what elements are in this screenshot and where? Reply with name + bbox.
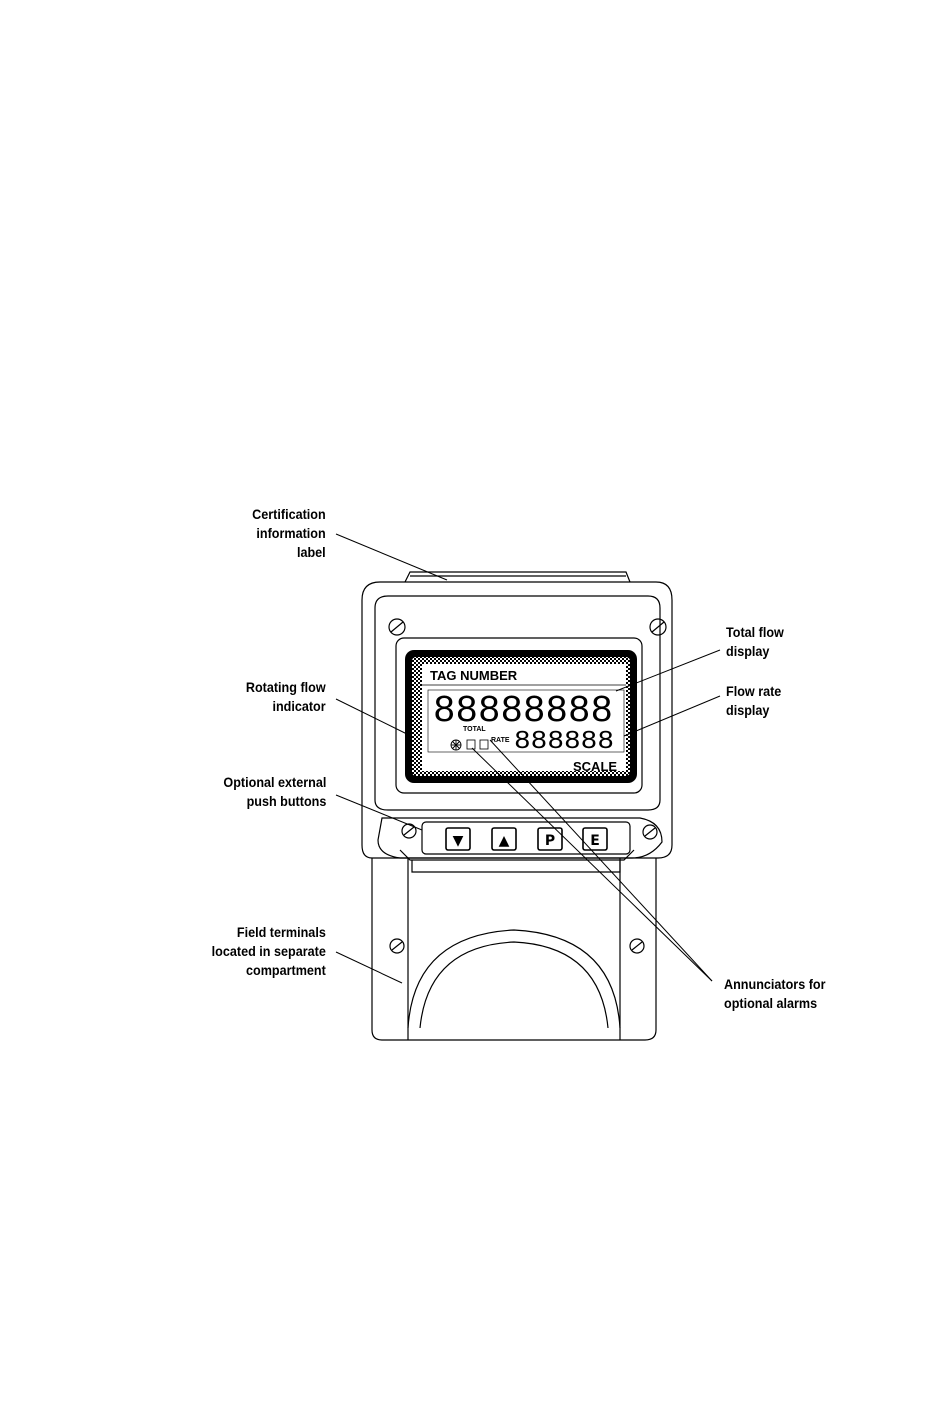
callout-push-buttons: Optional external push buttons <box>223 773 326 811</box>
callout-total-flow-display: Total flow display <box>726 623 784 661</box>
down-button-label: ▼ <box>453 833 464 849</box>
p-button-label: P <box>545 833 555 849</box>
up-button-label: ▲ <box>499 833 510 849</box>
button-panel <box>378 818 662 858</box>
up-button[interactable]: ▲ <box>492 828 516 850</box>
callout-certification-label: Certification information label <box>252 505 326 562</box>
callout-field-terminals: Field terminals located in separate comp… <box>212 923 326 980</box>
rotating-flow-indicator-icon <box>451 740 461 750</box>
callout-flow-rate-display: Flow rate display <box>726 682 781 720</box>
compartment-arch <box>408 930 620 1028</box>
lcd-rate-digits: 888888 <box>514 726 614 756</box>
e-button[interactable]: E <box>583 828 607 850</box>
lcd-tag-number: TAG NUMBER <box>430 668 518 683</box>
down-button[interactable]: ▼ <box>446 828 470 850</box>
annunciator-1 <box>467 740 475 749</box>
callout-annunciators: Annunciators for optional alarms <box>724 975 826 1013</box>
annunciator-2 <box>480 740 488 749</box>
lcd-total-label: TOTAL <box>463 726 486 733</box>
e-button-label: E <box>590 833 600 849</box>
lcd-scale: SCALE <box>573 759 617 774</box>
callout-rotating-flow-indicator: Rotating flow indicator <box>246 678 326 716</box>
lcd-rate-label: RATE <box>491 737 510 744</box>
